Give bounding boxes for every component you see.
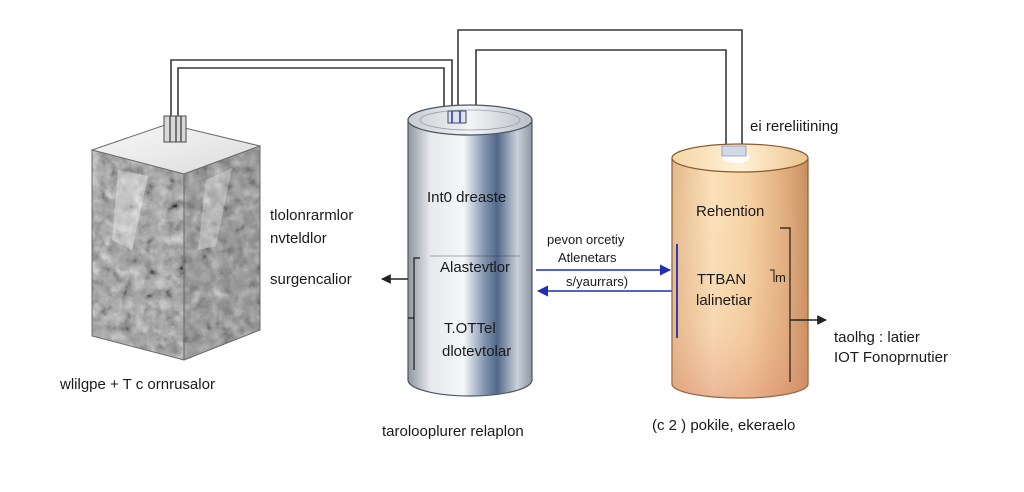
pipes (170, 29, 743, 152)
flow-upper-line1: pevon orcetiy (547, 232, 625, 247)
granite-block (90, 115, 262, 361)
flow-arrows (536, 264, 672, 297)
center-caption: tarolooplurer relaplon (382, 423, 524, 440)
right-mid-line2: lalinetiar (696, 292, 752, 309)
right-mid-line1: TTBAN (697, 271, 746, 288)
pipe-center-to-right-a (457, 29, 743, 152)
right-mid-line1-suffix: m (775, 270, 786, 285)
right-top-label: ei rereliitining (750, 118, 838, 135)
center-cylinder-body (407, 119, 533, 397)
center-cylinder (407, 104, 533, 397)
center-cylinder-top (407, 104, 533, 136)
pipe-block-to-center-a (170, 59, 453, 122)
right-output-line2: IOT Fonoprnutier (834, 349, 948, 366)
right-title: Rehention (696, 203, 764, 220)
block-side-label-line1: tlolonrarmlor (270, 207, 353, 224)
right-cylinder (671, 143, 809, 399)
flow-lower-label: s/yaurrars) (566, 274, 628, 289)
right-caption: (c 2 ) pokile, ekeraelo (652, 417, 795, 434)
block-side-label-line2: nvteldlor (270, 230, 327, 247)
pipe-center-to-right-b (475, 49, 727, 152)
center-lower-line1: T.OTTel (444, 320, 496, 337)
pipe-collar (163, 115, 187, 143)
block-output-label: surgencalior (270, 271, 352, 288)
center-top-text: Int0 dreaste (427, 189, 506, 206)
right-output-line1: taolhg : latier (834, 329, 920, 346)
pipe-block-to-center-b (177, 67, 445, 122)
center-mid-text: Alastevtlor (440, 259, 510, 276)
center-lower-line2: dlotevtolar (442, 343, 511, 360)
flow-upper-line2: Atlenetars (558, 250, 617, 265)
block-caption: wlilgpe + T c ornrusalor (59, 376, 215, 393)
